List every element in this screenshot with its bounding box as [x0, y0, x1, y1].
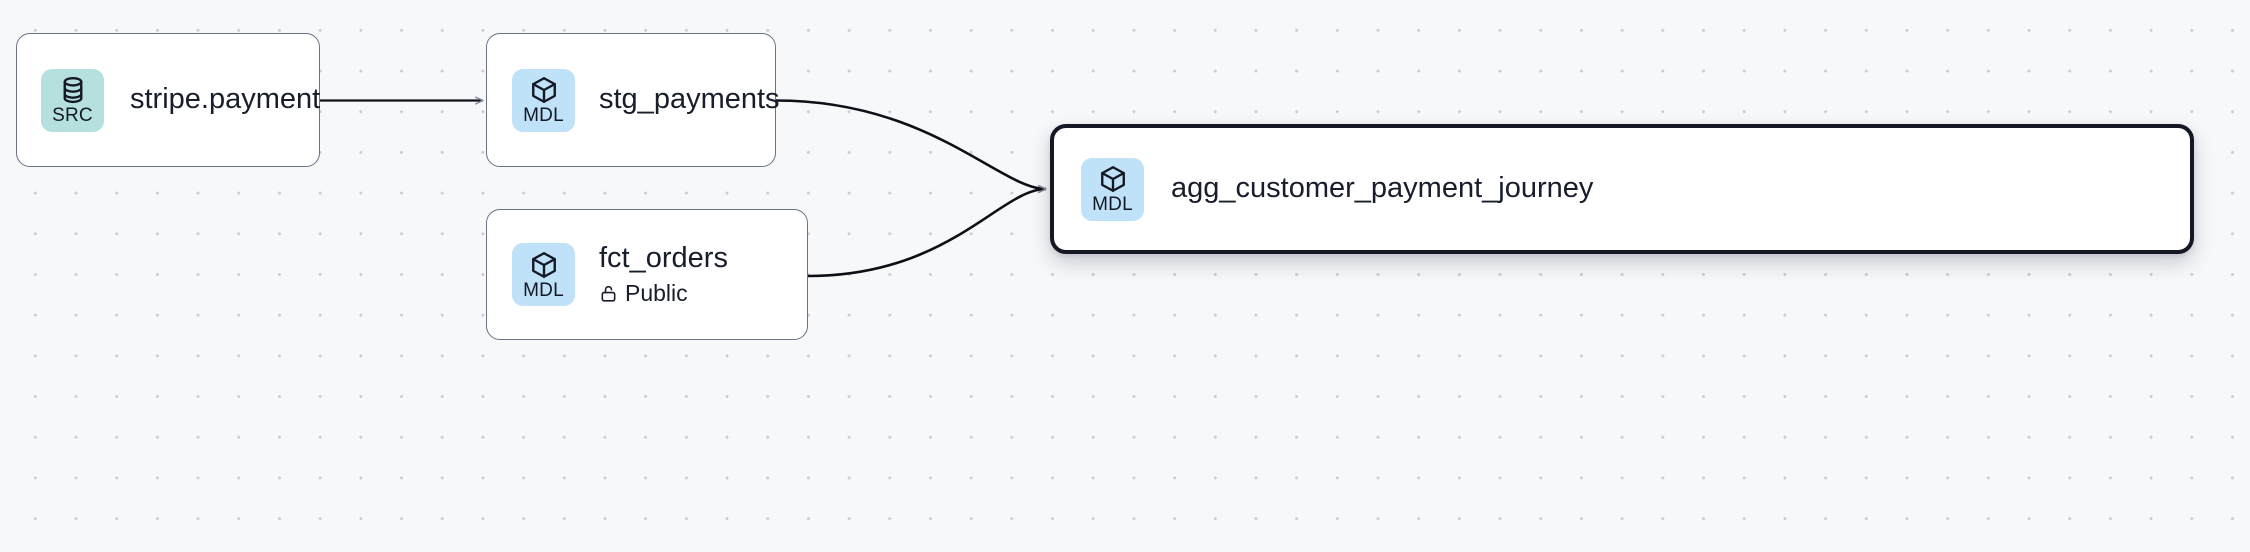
lineage-node-agg-customer-payment-journey[interactable]: MDL agg_customer_payment_journey [1050, 124, 2194, 254]
node-title: agg_customer_payment_journey [1171, 172, 1594, 205]
node-visibility-label: Public [625, 279, 688, 306]
node-visibility: Public [599, 280, 728, 307]
lineage-node-stg-payments[interactable]: MDL stg_payments [486, 33, 780, 167]
node-badge-label: MDL [523, 279, 564, 301]
unlock-icon [601, 285, 616, 302]
node-title: stripe.payment [130, 83, 321, 116]
node-badge-mdl: MDL [512, 243, 575, 306]
edge-fct-to-agg [807, 189, 1046, 278]
database-icon [63, 76, 82, 104]
node-title: fct_orders [599, 242, 728, 275]
node-body: stg_payments [599, 83, 780, 116]
lineage-node-fct-orders[interactable]: MDL fct_orders Public [486, 209, 808, 340]
node-title: stg_payments [599, 83, 780, 116]
node-badge-src: SRC [41, 68, 104, 132]
cube-icon [531, 251, 556, 278]
cube-icon [531, 77, 556, 103]
lineage-node-stripe-payment[interactable]: SRC stripe.payment [16, 33, 320, 167]
node-badge-mdl: MDL [512, 68, 575, 132]
node-badge-mdl: MDL [1081, 157, 1144, 221]
node-body: stripe.payment [130, 83, 320, 116]
node-badge-label: MDL [523, 105, 564, 126]
node-badge-label: MDL [1092, 194, 1133, 215]
node-body: agg_customer_payment_journey [1171, 172, 1593, 205]
node-body: fct_orders Public [599, 242, 728, 306]
cube-icon [1100, 166, 1125, 192]
node-badge-label: SRC [52, 105, 93, 126]
edge-stg-to-agg [775, 99, 1046, 190]
